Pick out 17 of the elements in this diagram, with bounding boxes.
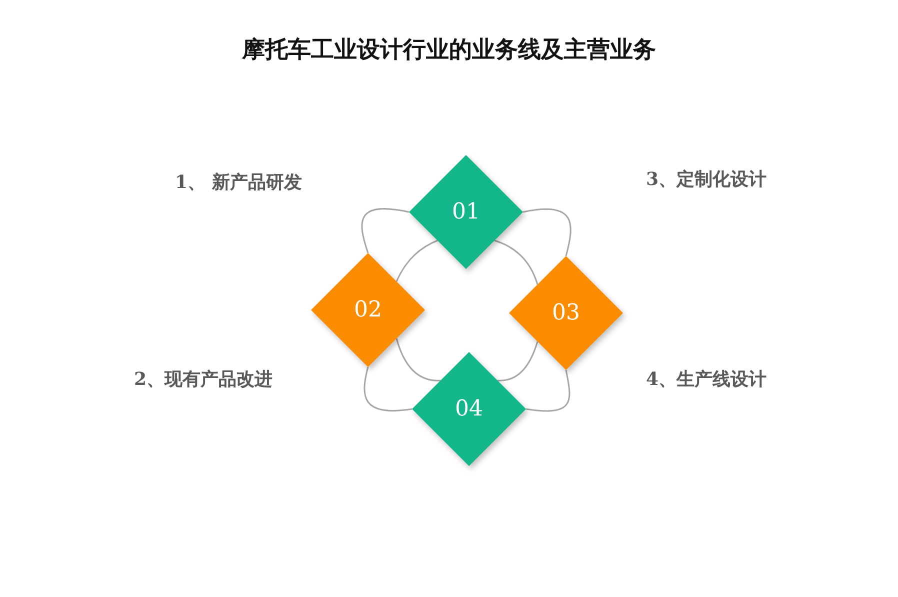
number-label: 04 bbox=[455, 396, 483, 422]
business-label: 4、生产线设计 bbox=[646, 368, 767, 391]
business-label: 2、现有产品改进 bbox=[134, 368, 273, 391]
connector-line bbox=[361, 208, 410, 254]
connector-line bbox=[494, 240, 538, 285]
connector-line bbox=[364, 366, 412, 412]
connector-line bbox=[498, 341, 538, 382]
title: 摩托车工业设计行业的业务线及主营业务 bbox=[240, 35, 657, 65]
connector-line bbox=[396, 240, 438, 282]
connector-line bbox=[526, 370, 570, 412]
number-label: 02 bbox=[354, 298, 382, 322]
connector-line bbox=[396, 338, 440, 382]
business-label: 1、 新产品研发 bbox=[175, 171, 302, 194]
business-label: 3、定制化设计 bbox=[646, 168, 767, 191]
connector-line bbox=[522, 208, 572, 256]
number-label: 01 bbox=[452, 200, 480, 224]
number-label: 03 bbox=[552, 300, 580, 326]
